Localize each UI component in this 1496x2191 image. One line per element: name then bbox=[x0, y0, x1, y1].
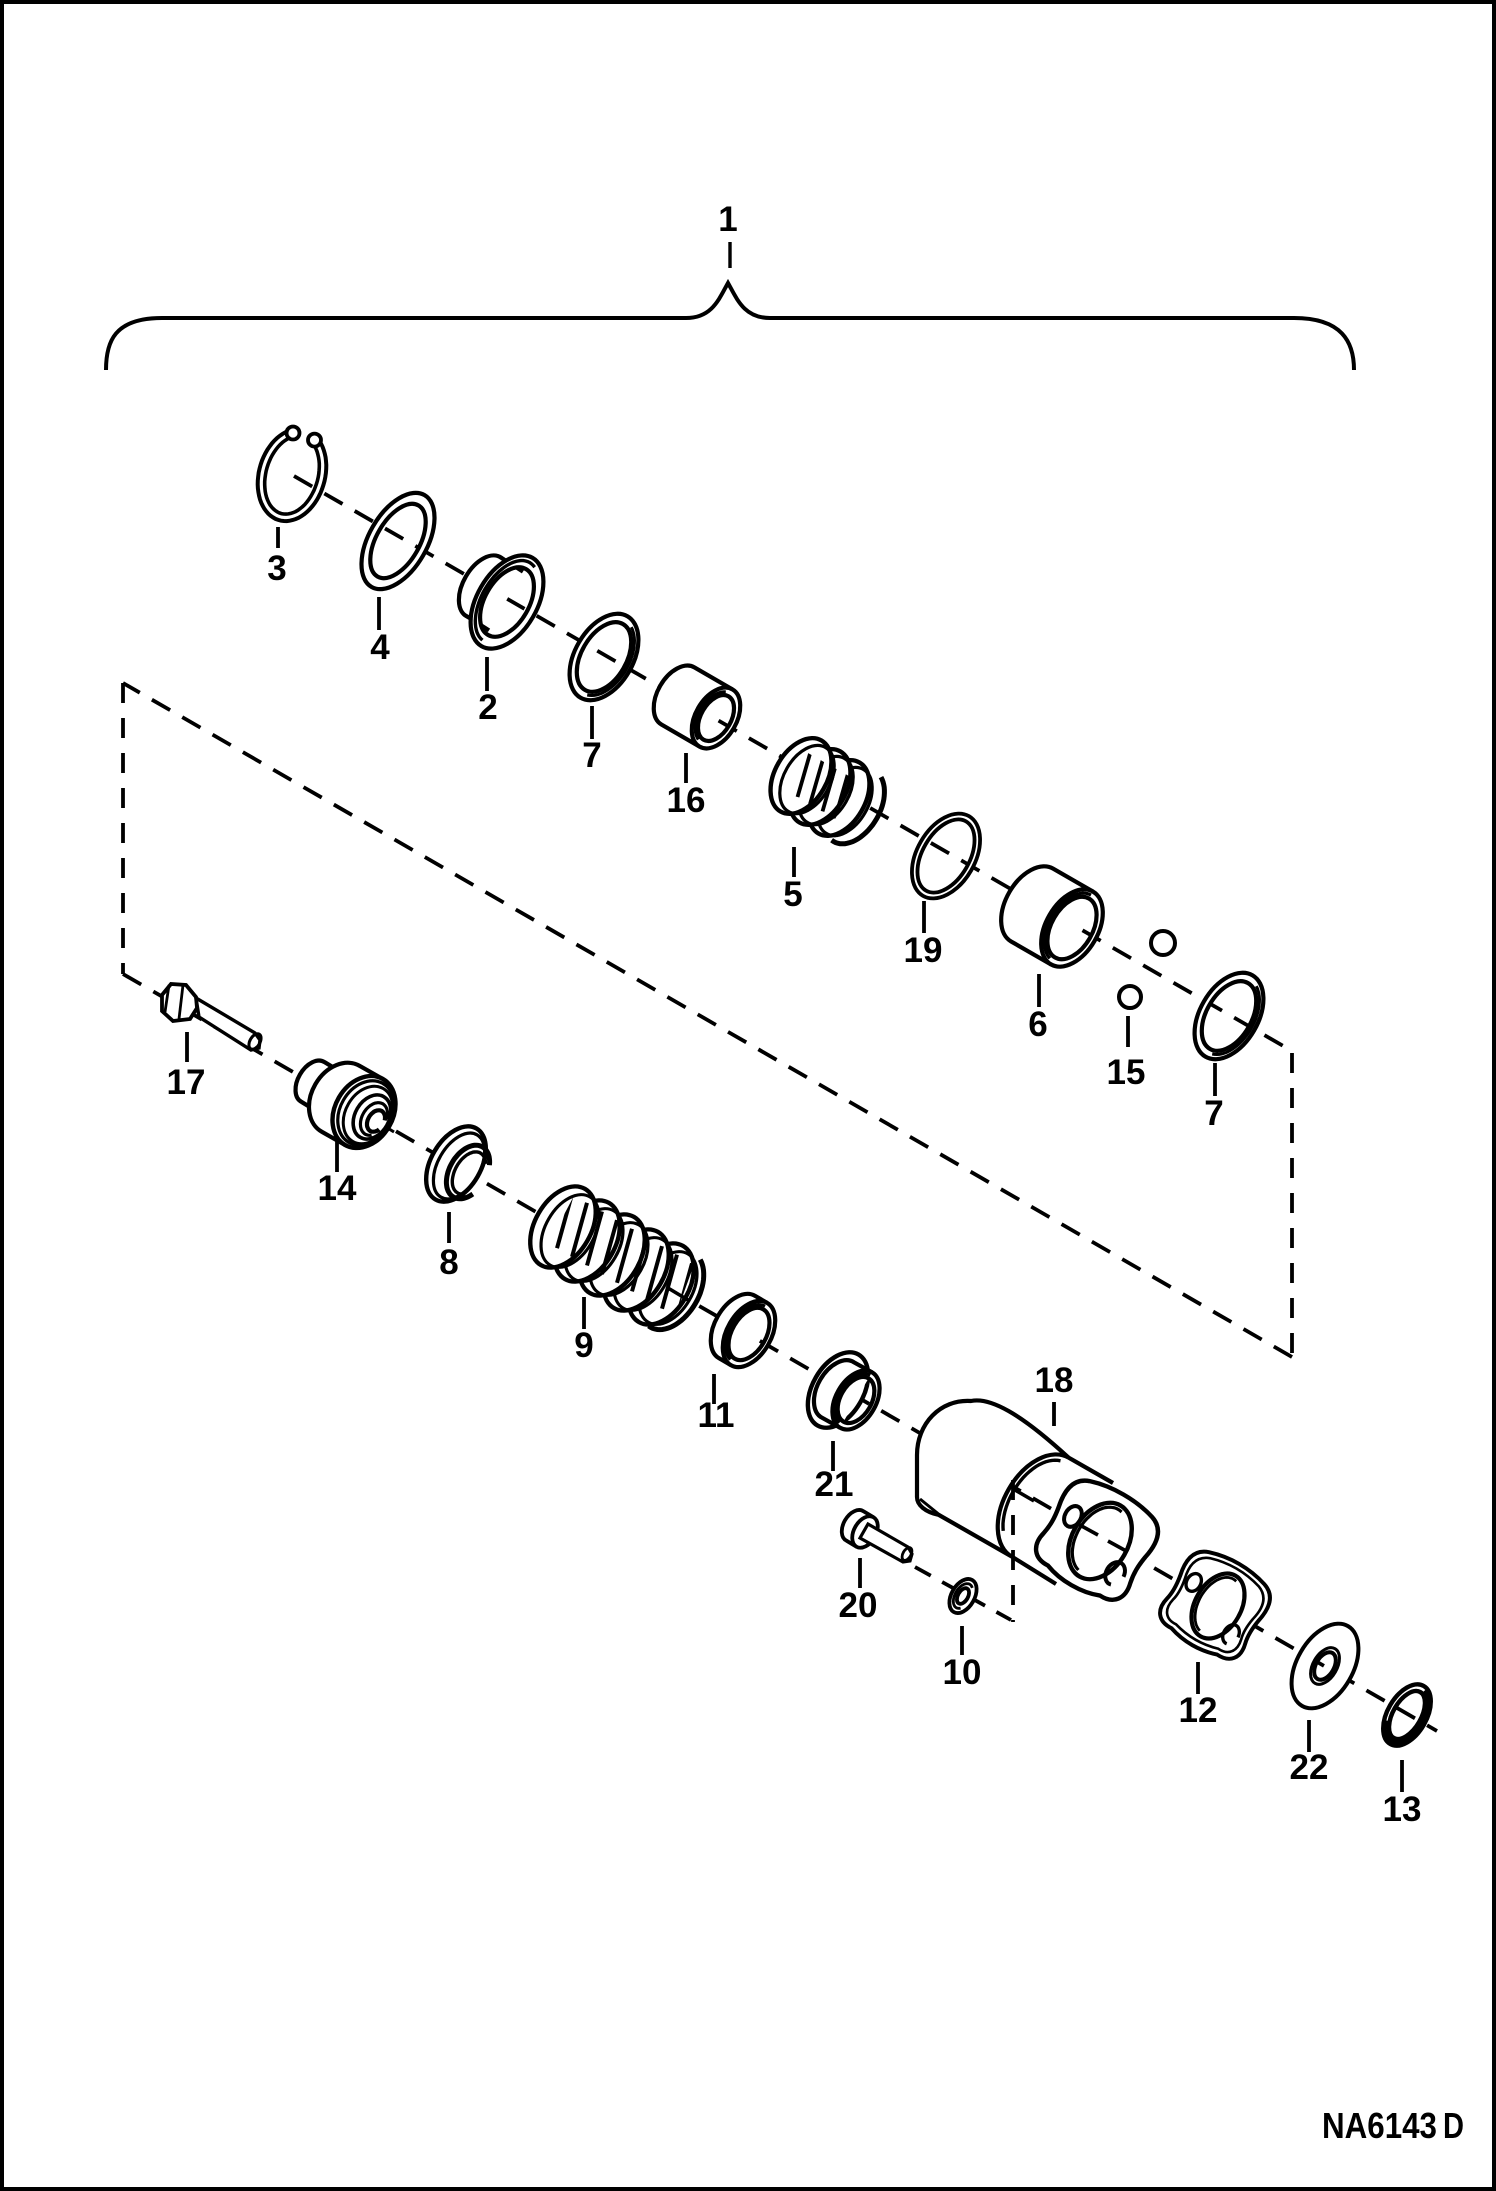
svg-text:7: 7 bbox=[582, 736, 601, 775]
svg-text:4: 4 bbox=[370, 628, 390, 667]
svg-text:22: 22 bbox=[1290, 1748, 1329, 1787]
svg-text:10: 10 bbox=[943, 1653, 982, 1692]
svg-text:3: 3 bbox=[267, 549, 286, 588]
svg-text:16: 16 bbox=[667, 781, 706, 820]
svg-text:2: 2 bbox=[478, 688, 497, 727]
svg-text:20: 20 bbox=[839, 1586, 878, 1625]
svg-text:13: 13 bbox=[1383, 1790, 1422, 1829]
svg-text:8: 8 bbox=[439, 1243, 458, 1282]
svg-text:14: 14 bbox=[318, 1169, 357, 1208]
svg-text:7: 7 bbox=[1204, 1094, 1223, 1133]
svg-text:1: 1 bbox=[718, 200, 737, 239]
svg-text:12: 12 bbox=[1179, 1691, 1218, 1730]
svg-text:6: 6 bbox=[1028, 1005, 1047, 1044]
svg-text:5: 5 bbox=[783, 875, 802, 914]
svg-text:9: 9 bbox=[574, 1326, 593, 1365]
svg-text:D: D bbox=[1443, 2105, 1464, 2146]
svg-text:15: 15 bbox=[1107, 1053, 1146, 1092]
svg-text:NA6143: NA6143 bbox=[1322, 2105, 1437, 2146]
svg-text:11: 11 bbox=[698, 1396, 735, 1435]
svg-text:19: 19 bbox=[904, 931, 943, 970]
svg-text:18: 18 bbox=[1035, 1361, 1074, 1400]
svg-text:17: 17 bbox=[167, 1063, 206, 1102]
svg-text:21: 21 bbox=[815, 1465, 854, 1504]
